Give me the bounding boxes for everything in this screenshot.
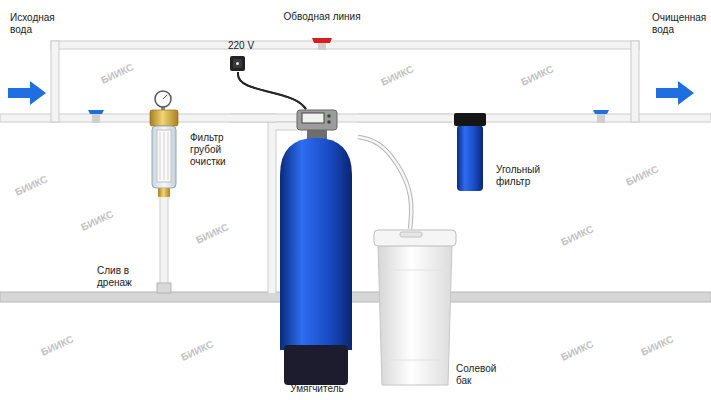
pipe-connector xyxy=(358,115,450,122)
power-socket-symbol xyxy=(230,56,245,71)
outlet-label: Очищенная вода xyxy=(652,12,706,36)
coarse-filter: Фильтр грубой очистки xyxy=(146,92,230,206)
brine-tank-symbol xyxy=(374,230,456,385)
watermark: БИИКС xyxy=(379,63,416,89)
drain-label: Слив в дренаж xyxy=(97,265,141,289)
outlet-valve xyxy=(593,110,609,123)
bypass-riser xyxy=(51,41,59,122)
watermark: БИИКС xyxy=(99,61,136,87)
power-cable xyxy=(238,72,306,109)
connector-outline xyxy=(230,114,276,123)
drain-pipe xyxy=(0,292,711,302)
watermark: БИИКС xyxy=(39,333,76,359)
main-pipe xyxy=(0,114,711,122)
watermark: БИИКС xyxy=(79,208,116,234)
carbon-filter-symbol xyxy=(454,113,486,191)
watermark: БИИКС xyxy=(179,338,216,364)
bypass-valve xyxy=(312,38,332,50)
brine-hose xyxy=(358,137,411,229)
pipe-connector xyxy=(230,115,276,122)
bypass-pipe xyxy=(51,41,639,49)
softener-symbol xyxy=(272,110,352,385)
watermark: БИИКС xyxy=(559,338,596,364)
bypass-riser xyxy=(631,41,639,122)
watermark: БИИКС xyxy=(13,173,50,199)
power-socket: 220 V xyxy=(226,40,258,72)
watermark: БИИКС xyxy=(194,221,231,247)
brine-tank: Солевой бак xyxy=(370,229,506,394)
component-label: 220 V xyxy=(228,40,254,52)
component-label: Фильтр грубой очистки xyxy=(190,132,226,168)
inlet-label: Исходная вода xyxy=(10,12,55,36)
connector-outline xyxy=(358,137,411,229)
outlet-arrow xyxy=(656,81,694,105)
connector-outline xyxy=(238,72,306,109)
watermark: БИИКС xyxy=(559,223,596,249)
connector-outline xyxy=(358,114,450,123)
component-label: Солевой бак xyxy=(456,363,496,387)
watermark: БИИКС xyxy=(639,333,676,359)
inlet-valve xyxy=(88,110,104,123)
component-label: Умягчитель xyxy=(290,383,343,395)
softener-tank: Умягчитель xyxy=(276,109,358,398)
watermark: БИИКС xyxy=(624,163,661,189)
bypass-label: Обводная линия xyxy=(284,11,361,23)
carbon-filter: Угольный фильтр xyxy=(450,110,546,194)
component-label: Угольный фильтр xyxy=(496,164,540,188)
inlet-arrow xyxy=(8,81,46,105)
coarse-filter-symbol xyxy=(150,91,178,293)
watermark: БИИКС xyxy=(519,63,556,89)
